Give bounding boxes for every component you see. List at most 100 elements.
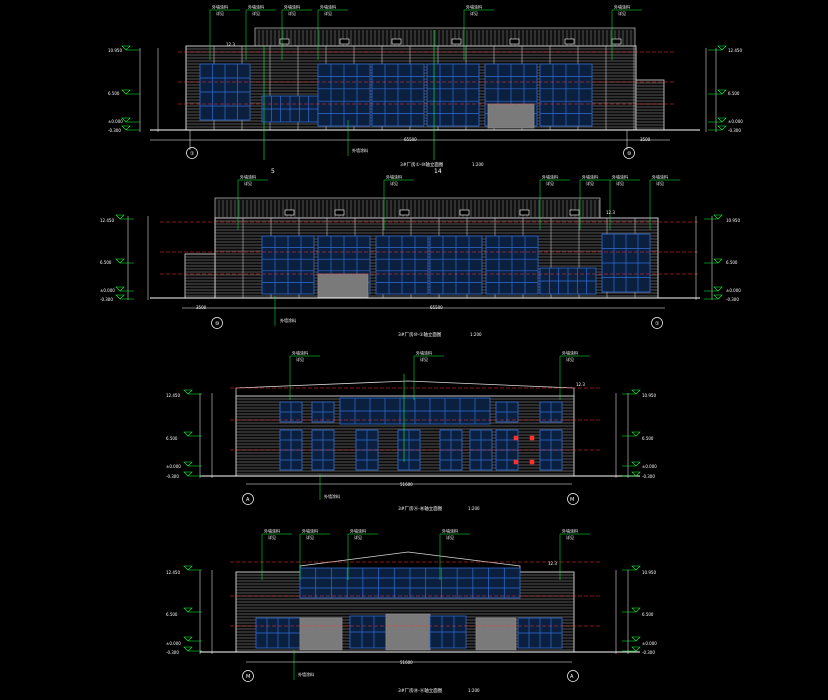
svg-text:外墙涂料: 外墙涂料	[292, 350, 308, 356]
upper-window	[279, 401, 303, 423]
svg-text:详见: 详见	[288, 10, 296, 16]
level-mark	[183, 471, 202, 477]
svg-text:-0.300: -0.300	[166, 474, 179, 479]
elevation-2-title: 3#厂房⑩-①轴立面图	[398, 331, 442, 338]
svg-text:±0.000: ±0.000	[166, 641, 181, 646]
svg-text:12.3: 12.3	[226, 42, 235, 47]
office-windows-left	[199, 63, 251, 121]
elevation-1-levels: 10.950 6.500 ±0.000 -0.300 12.450 6.500 …	[108, 48, 743, 133]
level-mark	[121, 125, 140, 131]
axis-bubble	[242, 670, 254, 682]
svg-text:外墙涂料: 外墙涂料	[614, 4, 630, 10]
lower-window	[429, 615, 467, 649]
elevation-2-side-dim: 3500	[196, 305, 207, 310]
svg-text:-0.300: -0.300	[642, 650, 655, 655]
axis-bubble	[651, 317, 663, 329]
elevation-4-levels: 12.450 6.500 ±0.000 -0.300 10.950 6.500 …	[166, 570, 657, 655]
level-mark	[183, 636, 202, 642]
elevation-1-scale: 1:200	[472, 162, 484, 167]
elevation-1-title: 3#厂房①-⑩轴立面图	[400, 161, 444, 168]
level-mark	[183, 461, 202, 467]
svg-text:详见: 详见	[296, 356, 304, 362]
svg-text:6.500: 6.500	[108, 91, 120, 96]
bay-window	[485, 235, 539, 295]
svg-text:详见: 详见	[446, 534, 454, 540]
lower-window	[349, 615, 387, 649]
lower-window	[517, 617, 563, 649]
rolling-door	[385, 613, 431, 651]
svg-text:±0.000: ±0.000	[100, 288, 115, 293]
gable-roof	[235, 380, 575, 396]
svg-text:12.450: 12.450	[166, 393, 180, 398]
elevation-3-scale: 1:200	[468, 506, 480, 511]
svg-text:-0.300: -0.300	[726, 297, 739, 302]
svg-text:外墙涂料: 外墙涂料	[386, 174, 402, 180]
bay-window	[375, 235, 429, 295]
svg-text:-0.300: -0.300	[100, 297, 113, 302]
roof-vent	[564, 38, 575, 45]
axis-bubble	[242, 493, 254, 505]
roof-vent	[284, 209, 295, 216]
roof-vent	[459, 209, 470, 216]
svg-text:外墙涂料: 外墙涂料	[280, 317, 296, 323]
svg-text:12.3: 12.3	[548, 561, 557, 566]
elevation-2-width-dim: 65500	[430, 305, 443, 310]
svg-text:-0.300: -0.300	[166, 650, 179, 655]
low-windows	[539, 267, 597, 295]
svg-text:外墙涂料: 外墙涂料	[442, 528, 458, 534]
level-mark	[704, 214, 723, 220]
axis-bubble	[186, 147, 198, 159]
lower-window	[469, 429, 493, 471]
svg-text:6.500: 6.500	[728, 91, 740, 96]
level-mark	[622, 607, 641, 613]
svg-text:6.500: 6.500	[726, 260, 738, 265]
elevation-3-right-axis: M	[570, 497, 574, 503]
level-mark	[622, 389, 641, 395]
rolling-door	[487, 103, 535, 129]
axis-bubble	[623, 147, 635, 159]
svg-text:外墙涂料: 外墙涂料	[416, 350, 432, 356]
svg-text:详见: 详见	[546, 180, 554, 186]
svg-text:详见: 详见	[618, 10, 626, 16]
level-mark	[121, 89, 140, 95]
svg-text:外墙涂料: 外墙涂料	[264, 528, 280, 534]
svg-text:-0.300: -0.300	[108, 128, 121, 133]
axis-bubble	[567, 493, 579, 505]
roof-vent	[569, 209, 580, 216]
svg-text:12.450: 12.450	[100, 218, 114, 223]
lower-window	[255, 617, 301, 649]
level-mark	[704, 294, 723, 300]
elevation-3-levels: 12.450 6.500 ±0.000 -0.300 10.950 6.500 …	[166, 393, 657, 479]
elevation-4-width-dim: 51600	[400, 660, 413, 665]
level-mark	[622, 646, 641, 652]
roof-vent	[509, 38, 520, 45]
elevation-1-axis-1-to-10: 外墙涂料详见外墙涂料详见外墙涂料详见外墙涂料详见外墙涂料详见外墙涂料详见外墙涂料…	[121, 4, 727, 160]
svg-text:详见: 详见	[420, 356, 428, 362]
svg-text:12.450: 12.450	[166, 570, 180, 575]
svg-text:外墙涂料: 外墙涂料	[320, 4, 336, 10]
vent-mark	[529, 435, 535, 441]
axis-bubble	[211, 317, 223, 329]
vent-mark	[513, 459, 519, 465]
svg-text:外墙涂料: 外墙涂料	[466, 4, 482, 10]
level-mark	[115, 286, 134, 292]
svg-text:12.3: 12.3	[606, 210, 615, 215]
svg-text:±0.000: ±0.000	[108, 119, 123, 124]
elevation-1-right-axis: ⑩	[627, 151, 632, 157]
svg-text:±0.000: ±0.000	[726, 288, 741, 293]
bay-window	[429, 235, 483, 295]
elevation-3-title: 3#厂房Ⓐ-Ⓜ轴立面图	[398, 505, 443, 512]
svg-text:±0.000: ±0.000	[642, 464, 657, 469]
